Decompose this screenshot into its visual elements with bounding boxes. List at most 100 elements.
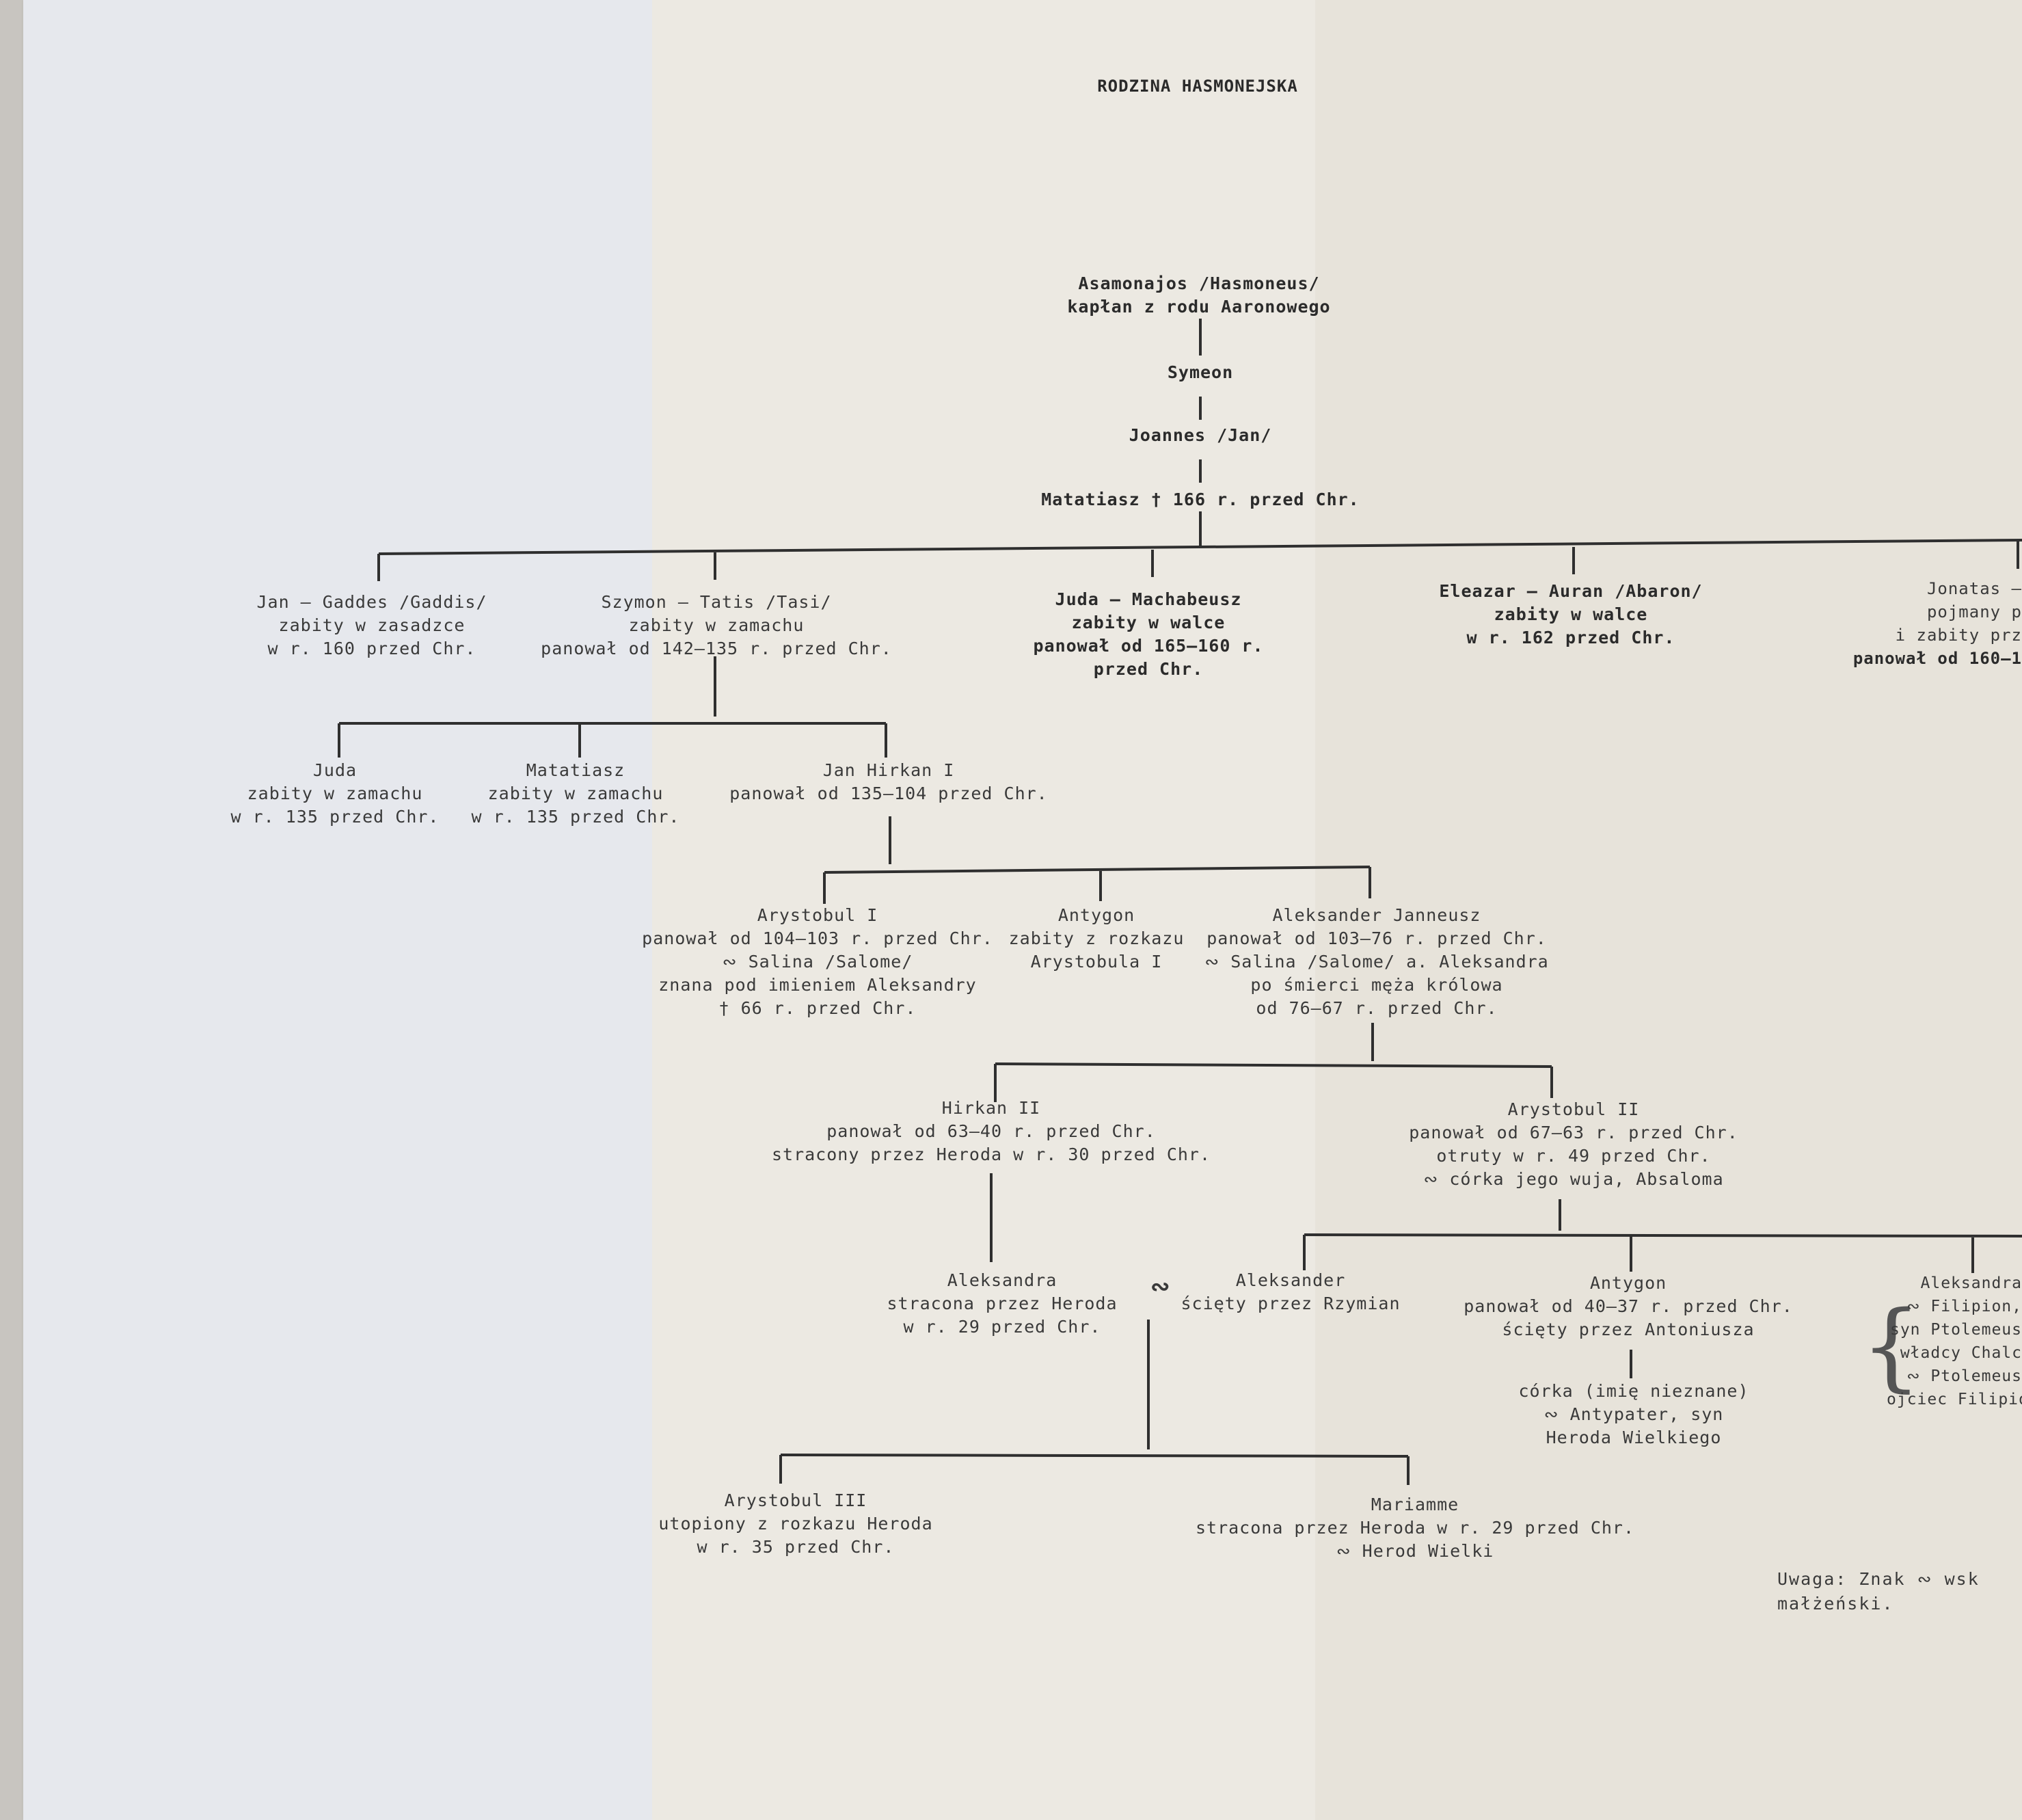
node-line: córka (imię nieznane)	[1518, 1381, 1749, 1401]
node-symeon-name: Symeon	[1167, 362, 1234, 382]
node-line: zabity w zamachu	[487, 784, 664, 803]
node-line: ∾ Antypater, syn	[1544, 1404, 1724, 1424]
node-line: panował od 103—76 r. przed Chr.	[1207, 928, 1547, 948]
node-line: zabity z rozkazu	[1008, 928, 1185, 948]
node-hirkan-ii: Hirkan II panował od 63—40 r. przed Chr.…	[772, 1097, 1211, 1166]
node-arystobul-i: Arystobul I panował od 104—103 r. przed …	[642, 904, 993, 1020]
node-line: Arystobul I	[757, 905, 878, 925]
node-line: zabity w zasadzce	[278, 615, 466, 635]
node-line: pojmany p	[1926, 602, 2022, 621]
node-matatiasz-name: Matatiasz † 166 r. przed Chr.	[1041, 490, 1360, 509]
node-asamonajos-name: Asamonajos /Hasmoneus/	[1078, 273, 1320, 293]
node-antygon-son-of-hirkan: Antygon zabity z rozkazu Arystobula I	[1009, 904, 1185, 974]
node-line: Arystobula I	[1030, 952, 1163, 972]
node-line: Juda	[312, 760, 358, 780]
node-line: po śmierci męża królowa	[1250, 975, 1503, 995]
node-line: ∾ córka jego wuja, Absaloma	[1423, 1169, 1724, 1189]
node-line: ∾ Salina /Salome/ a. Aleksandra	[1204, 952, 1549, 972]
node-jonatas: Jonatas — pojmany p i zabity prz panował…	[1846, 577, 2022, 670]
node-line: panował od 142—135 r. przed Chr.	[541, 639, 892, 658]
node-line: Eleazar — Auran /Abaron/	[1439, 581, 1703, 601]
node-aleksander-janneusz: Aleksander Janneusz panował od 103—76 r.…	[1204, 904, 1549, 1020]
node-szymon: Szymon — Tatis /Tasi/ zabity w zamachu p…	[541, 591, 892, 660]
marriage-sign: ∾	[1150, 1273, 1170, 1300]
node-line: stracony przez Heroda w r. 30 przed Chr.	[771, 1145, 1211, 1164]
node-line: Aleksandra	[1920, 1274, 2022, 1292]
node-line: Arystobul II	[1507, 1099, 1640, 1119]
node-line: otruty w r. 49 przed Chr.	[1436, 1146, 1711, 1166]
book-edge	[0, 0, 23, 1820]
node-line: Aleksander	[1235, 1270, 1346, 1290]
foldout-panel-left	[23, 0, 652, 1820]
node-line: Mariamme	[1371, 1495, 1459, 1514]
node-aleksander-son-of-arystobul: Aleksander ścięty przez Rzymian	[1181, 1269, 1400, 1315]
node-antygon-son-of-arystobul: Antygon panował od 40—37 r. przed Chr. ś…	[1464, 1272, 1793, 1341]
node-line: Antygon	[1057, 905, 1135, 925]
node-line: Jonatas —	[1926, 579, 2022, 598]
node-line: Matatiasz	[526, 760, 625, 780]
node-line: panował od 40—37 r. przed Chr.	[1464, 1296, 1793, 1316]
node-line: ścięty przez Antoniusza	[1502, 1320, 1755, 1339]
node-line: Hirkan II	[941, 1098, 1041, 1118]
node-line: Antygon	[1589, 1273, 1667, 1293]
node-line: zabity w zamachu	[628, 615, 805, 635]
node-line: panował od 63—40 r. przed Chr.	[826, 1121, 1156, 1141]
node-line: w r. 135 przed Chr.	[471, 807, 680, 827]
node-line: panował od 160—1	[1852, 649, 2022, 668]
node-line: znana pod imieniem Aleksandry	[658, 975, 977, 995]
foldout-panel-right	[1315, 0, 2022, 1820]
node-matatiasz: Matatiasz † 166 r. przed Chr.	[1041, 488, 1360, 511]
footnote: Uwaga: Znak ∾ wsk małżeński.	[1777, 1567, 1980, 1616]
node-line: Juda — Machabeusz	[1055, 589, 1242, 609]
node-juda-machabeusz: Juda — Machabeusz zabity w walce panował…	[1033, 588, 1263, 681]
node-line: syn Ptolemeus	[1889, 1321, 2022, 1339]
node-line: † 66 r. przed Chr.	[718, 998, 917, 1018]
node-joannes-name: Joannes /Jan/	[1129, 425, 1272, 445]
node-aleksandra-daughter-of-arystobul: Aleksandra ∾ Filipion, syn Ptolemeus wła…	[1887, 1272, 2022, 1411]
node-matatiasz-son-of-szymon: Matatiasz zabity w zamachu w r. 135 prze…	[472, 759, 680, 829]
node-line: zabity w walce	[1071, 613, 1226, 632]
node-line: Jan — Gaddes /Gaddis/	[256, 592, 487, 612]
node-line: w r. 35 przed Chr.	[697, 1537, 895, 1557]
node-line: ∾ Herod Wielki	[1336, 1541, 1494, 1561]
node-line: w r. 135 przed Chr.	[230, 807, 440, 827]
node-line: Arystobul III	[724, 1490, 867, 1510]
node-symeon: Symeon	[1168, 361, 1233, 384]
foldout-panel-middle	[652, 0, 1315, 1820]
node-line: panował od 135—104 przed Chr.	[729, 784, 1048, 803]
node-line: w r. 29 przed Chr.	[903, 1317, 1101, 1337]
node-line: panował od 67—63 r. przed Chr.	[1409, 1123, 1738, 1142]
node-mariamme: Mariamme stracona przez Heroda w r. 29 p…	[1196, 1493, 1634, 1563]
node-line: władcy Chalc	[1900, 1344, 2022, 1362]
node-line: panował od 104—103 r. przed Chr.	[642, 928, 993, 948]
node-line: Heroda Wielkiego	[1546, 1428, 1722, 1447]
node-line: ∾ Filipion,	[1906, 1298, 2022, 1315]
node-joannes: Joannes /Jan/	[1129, 424, 1272, 447]
node-line: utopiony z rozkazu Heroda	[658, 1514, 933, 1534]
node-line: przed Chr.	[1093, 659, 1204, 679]
node-line: Jan Hirkan I	[822, 760, 955, 780]
node-asamonajos-desc: kapłan z rodu Aaronowego	[1067, 297, 1331, 317]
node-line: ojciec Filipio	[1887, 1391, 2022, 1408]
node-line: panował od 165—160 r.	[1033, 636, 1264, 656]
node-corka-antygona: córka (imię nieznane) ∾ Antypater, syn H…	[1518, 1380, 1749, 1449]
node-line: stracona przez Heroda w r. 29 przed Chr.	[1195, 1518, 1635, 1538]
node-juda-son-of-szymon: Juda zabity w zamachu w r. 135 przed Chr…	[231, 759, 440, 829]
footnote-line: małżeński.	[1777, 1594, 1894, 1614]
node-line: ∾ Salina /Salome/	[722, 952, 913, 972]
node-asamonajos: Asamonajos /Hasmoneus/ kapłan z rodu Aar…	[1067, 272, 1330, 319]
node-jan-gaddes: Jan — Gaddes /Gaddis/ zabity w zasadzce …	[256, 591, 487, 660]
node-line: ścięty przez Rzymian	[1181, 1294, 1401, 1313]
node-line: zabity w zamachu	[247, 784, 423, 803]
brace-icon: {	[1861, 1291, 1922, 1402]
node-line: Aleksandra	[947, 1270, 1057, 1290]
node-line: stracona przez Heroda	[887, 1294, 1118, 1313]
footnote-line: Uwaga: Znak ∾ wsk	[1777, 1569, 1980, 1589]
node-arystobul-ii: Arystobul II panował od 67—63 r. przed C…	[1409, 1098, 1738, 1191]
node-line: zabity w walce	[1494, 604, 1648, 624]
node-jan-hirkan-i: Jan Hirkan I panował od 135—104 przed Ch…	[729, 759, 1048, 805]
node-line: Aleksander Janneusz	[1272, 905, 1481, 925]
node-line: Szymon — Tatis /Tasi/	[601, 592, 832, 612]
node-arystobul-iii: Arystobul III utopiony z rozkazu Heroda …	[658, 1489, 932, 1559]
